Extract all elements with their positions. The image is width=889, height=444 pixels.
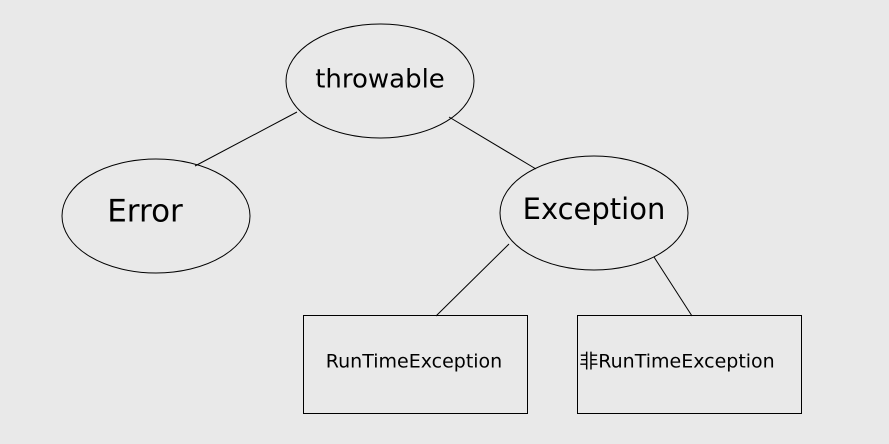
throwable-ellipse xyxy=(285,23,475,139)
error-label: Error xyxy=(107,194,183,230)
exception-node: Exception xyxy=(499,155,689,271)
runtime-exception-label: RunTimeException xyxy=(326,351,502,373)
edge-exception-non-runtime xyxy=(653,256,693,317)
error-node: Error xyxy=(61,158,251,274)
error-ellipse xyxy=(61,158,251,274)
throwable-node: throwable xyxy=(285,23,475,139)
non-runtime-exception-label: 非RunTimeException xyxy=(579,351,774,373)
exception-label: Exception xyxy=(523,192,666,226)
throwable-label: throwable xyxy=(315,65,445,95)
non-runtime-exception-node: 非RunTimeException xyxy=(577,315,802,414)
edge-throwable-error xyxy=(194,111,298,167)
non-runtime-exception-box xyxy=(577,315,802,414)
runtime-exception-node: RunTimeException xyxy=(303,315,528,414)
exception-ellipse xyxy=(499,155,689,271)
runtime-exception-box xyxy=(303,315,528,414)
edge-throwable-exception xyxy=(448,116,537,170)
edge-exception-runtime xyxy=(435,243,510,317)
